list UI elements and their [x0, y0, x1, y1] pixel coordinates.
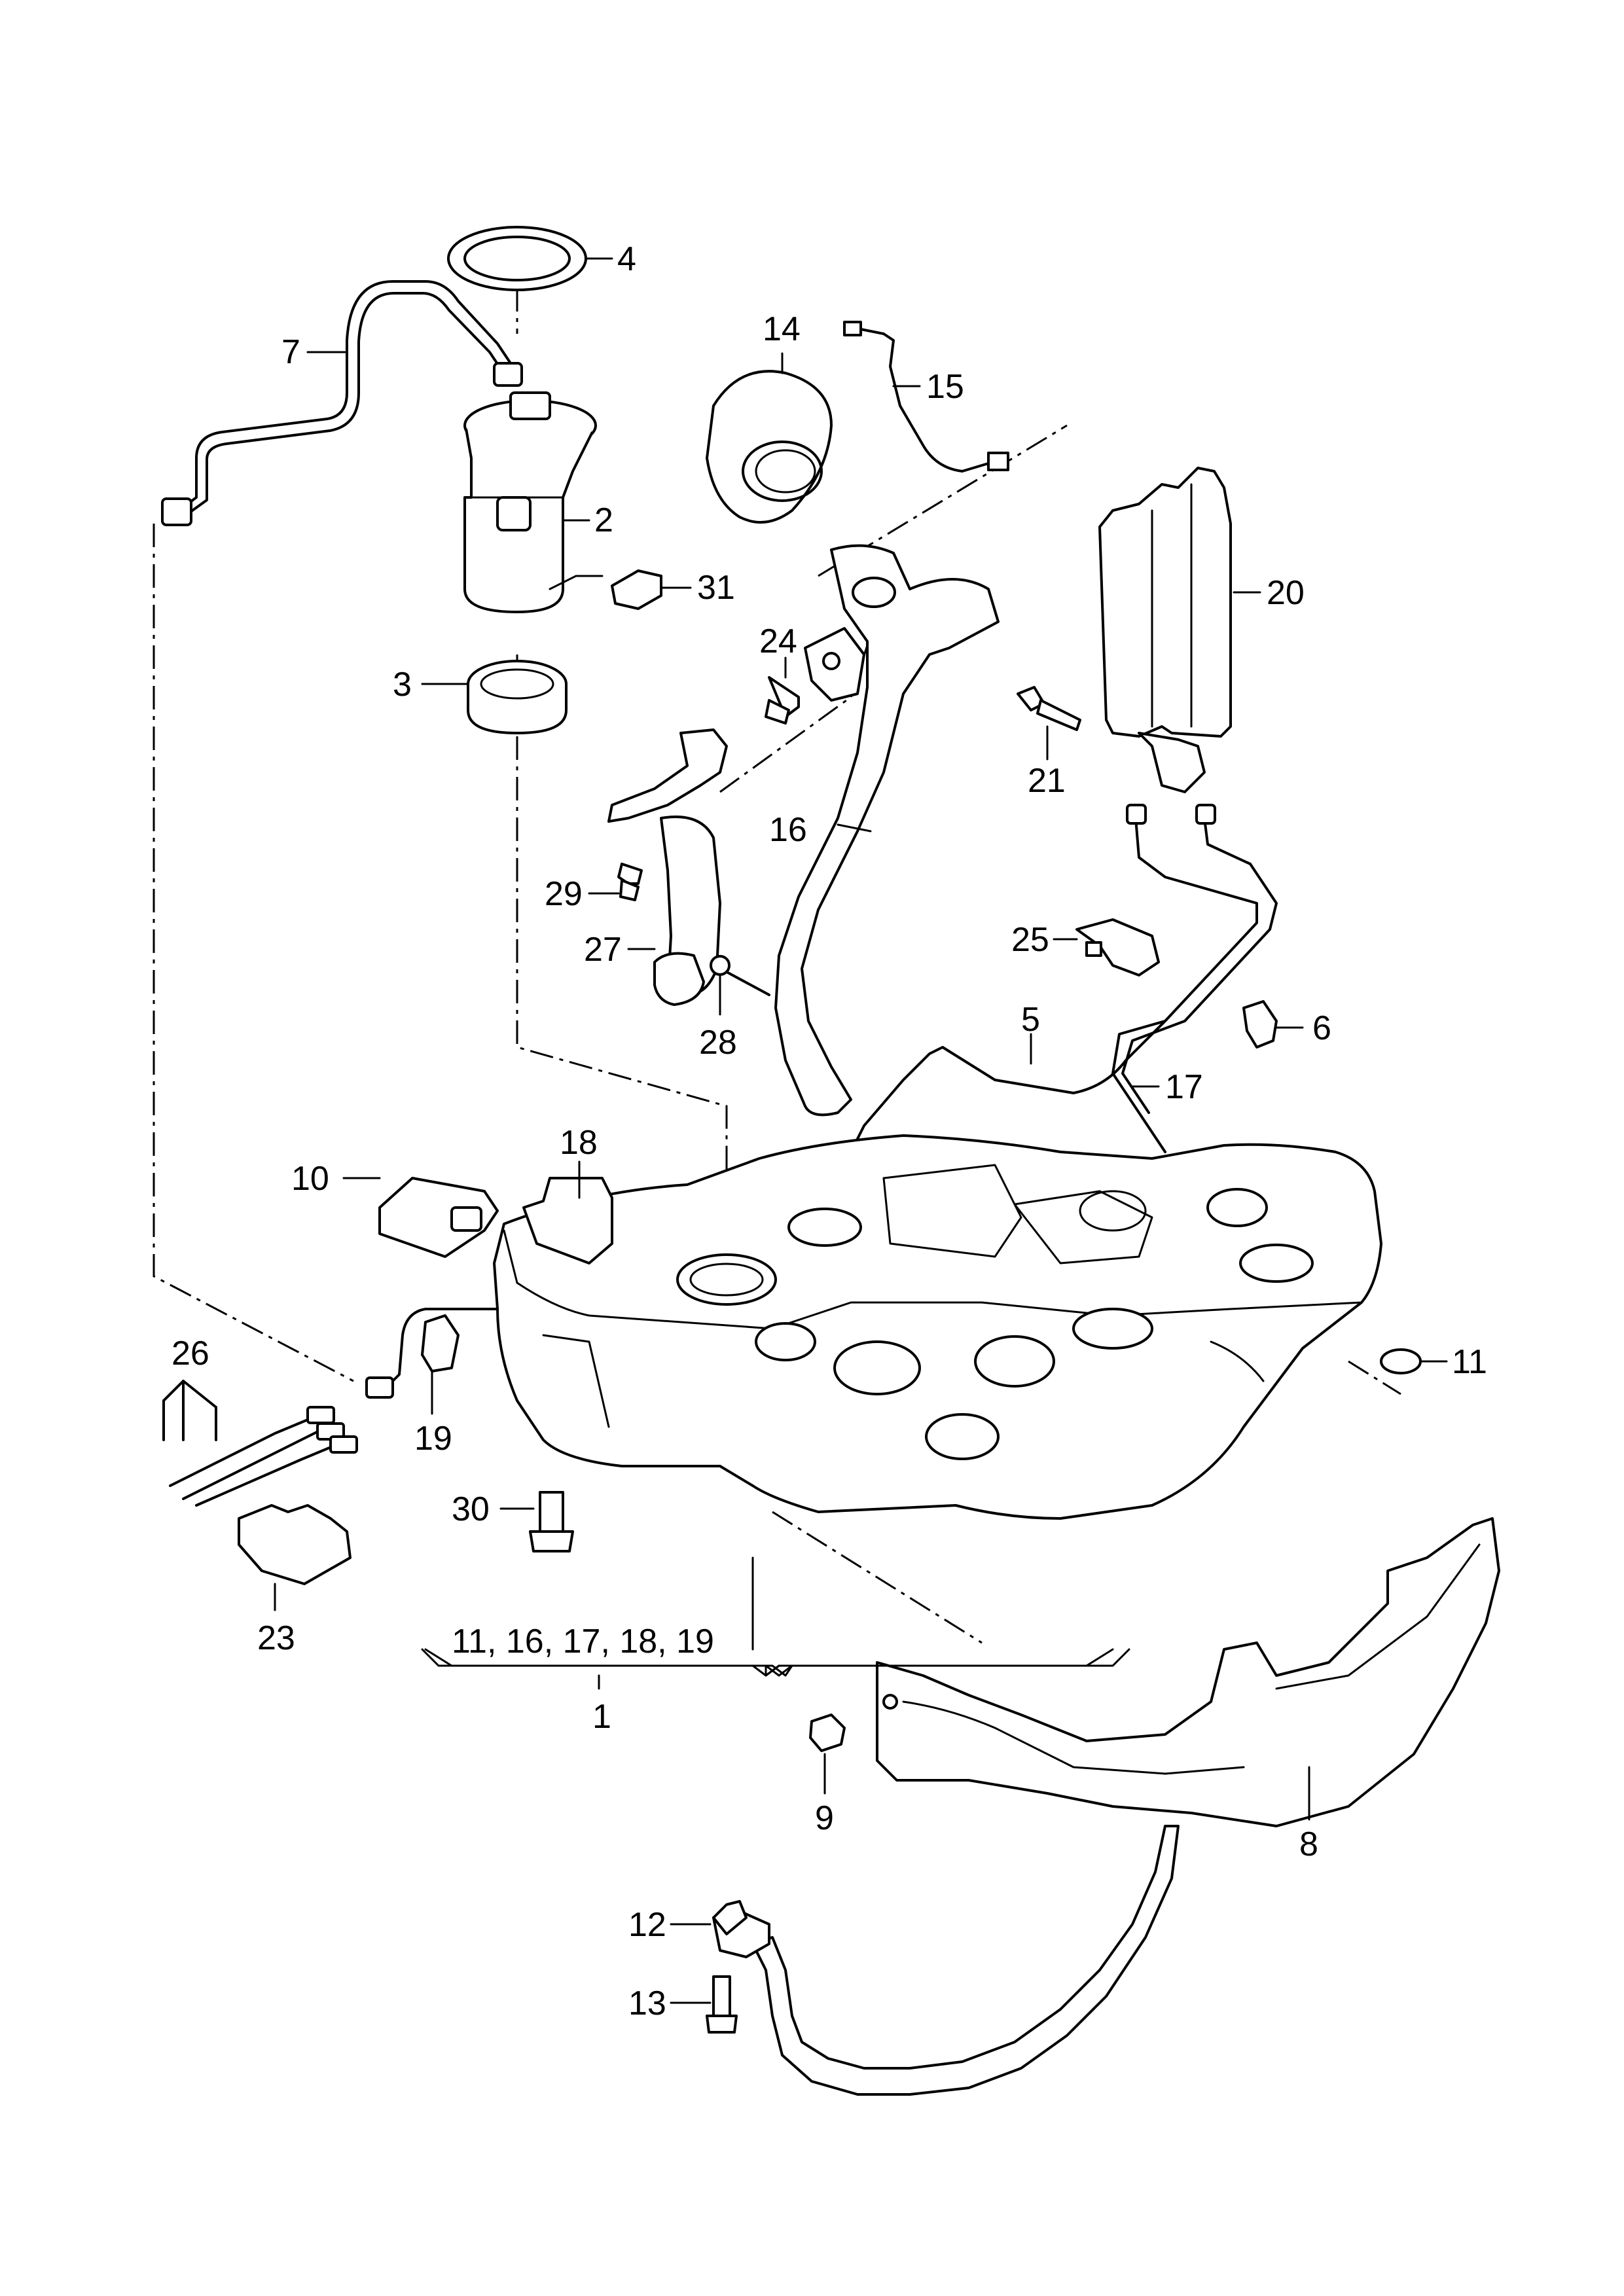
control-unit-10	[378, 1177, 499, 1258]
callout-30: 30	[452, 1490, 490, 1528]
callout-7: 7	[281, 333, 300, 371]
sealing-ring-4	[447, 226, 587, 291]
callout-21: 21	[1028, 762, 1066, 800]
callout-1: 1	[592, 1698, 611, 1736]
nut-9	[809, 1713, 846, 1752]
callout-17: 17	[1165, 1068, 1203, 1106]
bracket-18	[522, 1177, 613, 1265]
bolt-29	[617, 863, 643, 901]
callout-25: 25	[1011, 921, 1049, 959]
callout-3: 3	[393, 666, 412, 704]
fuel-tank-1	[493, 1134, 1382, 1520]
callout-11-right: 11	[1452, 1343, 1487, 1381]
callout-24: 24	[759, 622, 797, 660]
callout-18: 18	[560, 1124, 598, 1162]
callout-29: 29	[545, 875, 583, 913]
bolt-21	[1017, 686, 1081, 731]
part-12	[712, 1900, 748, 1935]
grommet-11	[1380, 1348, 1422, 1374]
connector-31	[611, 569, 662, 610]
callout-27: 27	[584, 931, 622, 969]
callout-2: 2	[594, 501, 613, 539]
callout-group-list: 11, 16, 17, 18, 19	[452, 1623, 714, 1660]
filler-bracket-27	[607, 728, 728, 1006]
callout-14: 14	[763, 310, 801, 348]
callout-15: 15	[926, 368, 964, 406]
holder-23	[238, 1504, 352, 1585]
callout-4: 4	[617, 240, 636, 278]
carbon-canister-20	[1098, 467, 1232, 793]
filler-neck-16	[774, 544, 1000, 1117]
callout-9: 9	[815, 1799, 834, 1837]
callout-26: 26	[171, 1335, 209, 1372]
fuel-line-7	[161, 280, 523, 526]
line-26-to-tank	[365, 1308, 499, 1399]
callout-6: 6	[1312, 1009, 1331, 1047]
heat-shield-8	[876, 1517, 1500, 1827]
bolt-24	[765, 676, 800, 725]
callout-13: 13	[628, 1984, 666, 2022]
filler-cap-housing-14	[706, 370, 833, 524]
leader-lines	[274, 257, 1448, 2004]
callout-8: 8	[1299, 1825, 1318, 1863]
cable-15	[843, 321, 1009, 473]
clip-25	[1075, 918, 1160, 977]
clip-19	[421, 1314, 460, 1372]
line-ends-26	[162, 1380, 358, 1507]
callout-10: 10	[291, 1160, 329, 1198]
tension-strap	[712, 1825, 1180, 2096]
callout-23: 23	[257, 1619, 295, 1657]
clip-6	[1242, 1000, 1278, 1049]
group-bracket-1	[421, 1648, 1130, 1690]
fuel-pump-module-2	[463, 391, 604, 613]
bolt-13	[706, 1975, 738, 2034]
callout-31: 31	[697, 569, 735, 607]
callout-20: 20	[1267, 574, 1305, 612]
callout-16: 16	[769, 811, 807, 849]
callout-labels: 4 7 2 31 3 14 15 24 20 21 16 29 27 28 25…	[171, 240, 1487, 2022]
callout-19: 19	[414, 1420, 452, 1458]
bolt-30	[529, 1491, 574, 1552]
callout-28: 28	[699, 1024, 737, 1062]
locking-ring-3	[467, 660, 568, 734]
vent-lines	[1111, 804, 1278, 1153]
callout-12: 12	[628, 1906, 666, 1944]
callout-5: 5	[1021, 1001, 1040, 1039]
